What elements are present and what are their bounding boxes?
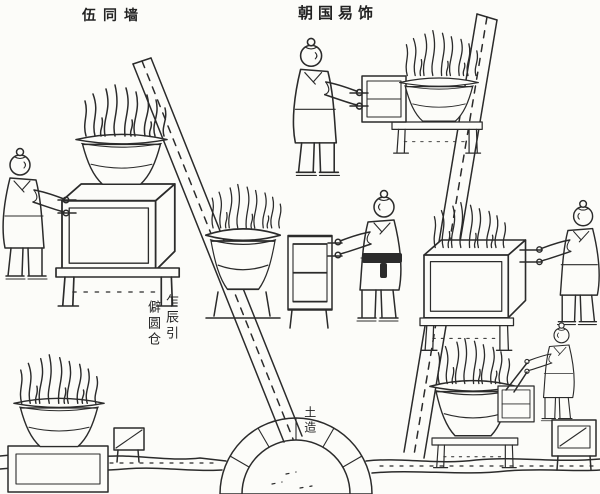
- caption-note-column-a: 乍辰引: [162, 294, 178, 342]
- caption-top-center: 朝国易饰: [298, 4, 379, 22]
- bellows-rods-left: [57, 199, 77, 214]
- caption-note-bottom: 土造: [302, 406, 317, 436]
- flames-center: [211, 183, 282, 229]
- table-bottom-left: [7, 445, 109, 493]
- bellows-box-center: [286, 234, 334, 311]
- bellows-box-center-legs: [289, 309, 329, 329]
- caption-top-left: 伍同墙: [82, 8, 145, 24]
- furnace-bench-bottom-right: [431, 437, 519, 469]
- furnace-box-left: [61, 183, 176, 272]
- crucible-center-stand: [205, 291, 281, 319]
- furnace-bench-left: [55, 267, 181, 307]
- furnace-bench-top: [391, 121, 483, 154]
- caption-note-column-b: 僻圆仓: [144, 300, 160, 348]
- crucible-center: [204, 228, 282, 291]
- flames-left: [83, 84, 167, 137]
- corner-table-bottom-right: [551, 419, 597, 471]
- flames-bottom-right: [437, 337, 511, 385]
- flames-top: [405, 29, 479, 77]
- ground-line-right: [365, 457, 600, 474]
- bellows-box-bottom-right: [497, 385, 535, 423]
- worker-top-bellows-operator: [292, 37, 364, 177]
- crucible-bottom-left: [13, 397, 105, 448]
- bellows-rods-right: [519, 249, 543, 263]
- flames-bottom-left: [19, 354, 99, 405]
- crucible-left: [75, 133, 168, 185]
- furnace-box-right: [423, 239, 527, 319]
- bellows-rods-top: [349, 92, 369, 107]
- worker-center-dark-sash: [362, 253, 402, 278]
- worker-right-bellows-operator: [536, 199, 600, 326]
- crucible-top: [399, 77, 479, 122]
- arch-bridge: [219, 417, 373, 494]
- bellows-rods-bottom-right: [505, 362, 528, 393]
- small-stand-bottom-left: [113, 427, 145, 463]
